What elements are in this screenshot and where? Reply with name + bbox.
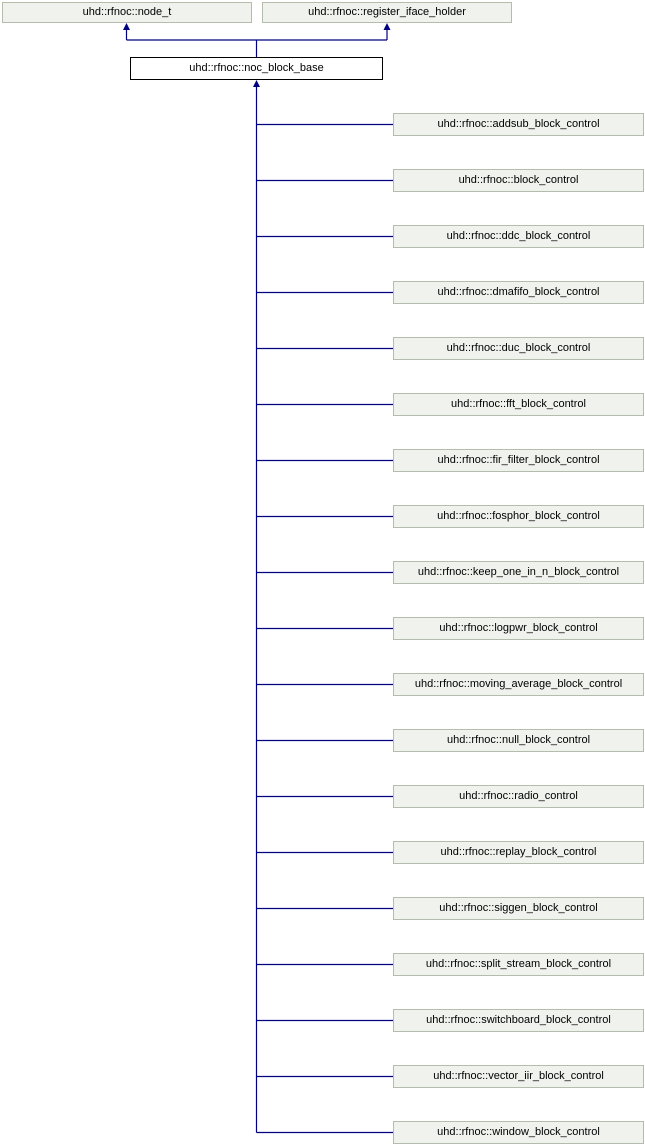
class-node-fft_block_control[interactable]: uhd::rfnoc::fft_block_control	[393, 393, 644, 416]
edge-arrowhead	[253, 80, 260, 87]
class-node-vector_iir_block_control[interactable]: uhd::rfnoc::vector_iir_block_control	[393, 1065, 644, 1088]
class-node-dmafifo_block_control[interactable]: uhd::rfnoc::dmafifo_block_control	[393, 281, 644, 304]
class-node-node_t[interactable]: uhd::rfnoc::node_t	[2, 2, 252, 23]
class-node-block_control[interactable]: uhd::rfnoc::block_control	[393, 169, 644, 192]
class-node-split_stream_block_control[interactable]: uhd::rfnoc::split_stream_block_control	[393, 953, 644, 976]
class-node-addsub_block_control[interactable]: uhd::rfnoc::addsub_block_control	[393, 113, 644, 136]
class-node-ddc_block_control[interactable]: uhd::rfnoc::ddc_block_control	[393, 225, 644, 248]
class-node-window_block_control[interactable]: uhd::rfnoc::window_block_control	[393, 1121, 644, 1144]
class-node-moving_average_block_control[interactable]: uhd::rfnoc::moving_average_block_control	[393, 673, 644, 696]
edge-arrowhead	[383, 23, 391, 30]
class-node-null_block_control[interactable]: uhd::rfnoc::null_block_control	[393, 729, 644, 752]
class-node-keep_one_in_n_block_control[interactable]: uhd::rfnoc::keep_one_in_n_block_control	[393, 561, 644, 584]
class-node-logpwr_block_control[interactable]: uhd::rfnoc::logpwr_block_control	[393, 617, 644, 640]
class-node-noc_block_base: uhd::rfnoc::noc_block_base	[130, 57, 383, 80]
class-node-replay_block_control[interactable]: uhd::rfnoc::replay_block_control	[393, 841, 644, 864]
class-node-fosphor_block_control[interactable]: uhd::rfnoc::fosphor_block_control	[393, 505, 644, 528]
class-node-radio_control[interactable]: uhd::rfnoc::radio_control	[393, 785, 644, 808]
class-node-siggen_block_control[interactable]: uhd::rfnoc::siggen_block_control	[393, 897, 644, 920]
edge-arrowhead	[123, 23, 130, 30]
class-node-duc_block_control[interactable]: uhd::rfnoc::duc_block_control	[393, 337, 644, 360]
class-node-switchboard_block_control[interactable]: uhd::rfnoc::switchboard_block_control	[393, 1009, 644, 1032]
class-node-register_iface_holder[interactable]: uhd::rfnoc::register_iface_holder	[262, 2, 512, 23]
class-node-fir_filter_block_control[interactable]: uhd::rfnoc::fir_filter_block_control	[393, 449, 644, 472]
